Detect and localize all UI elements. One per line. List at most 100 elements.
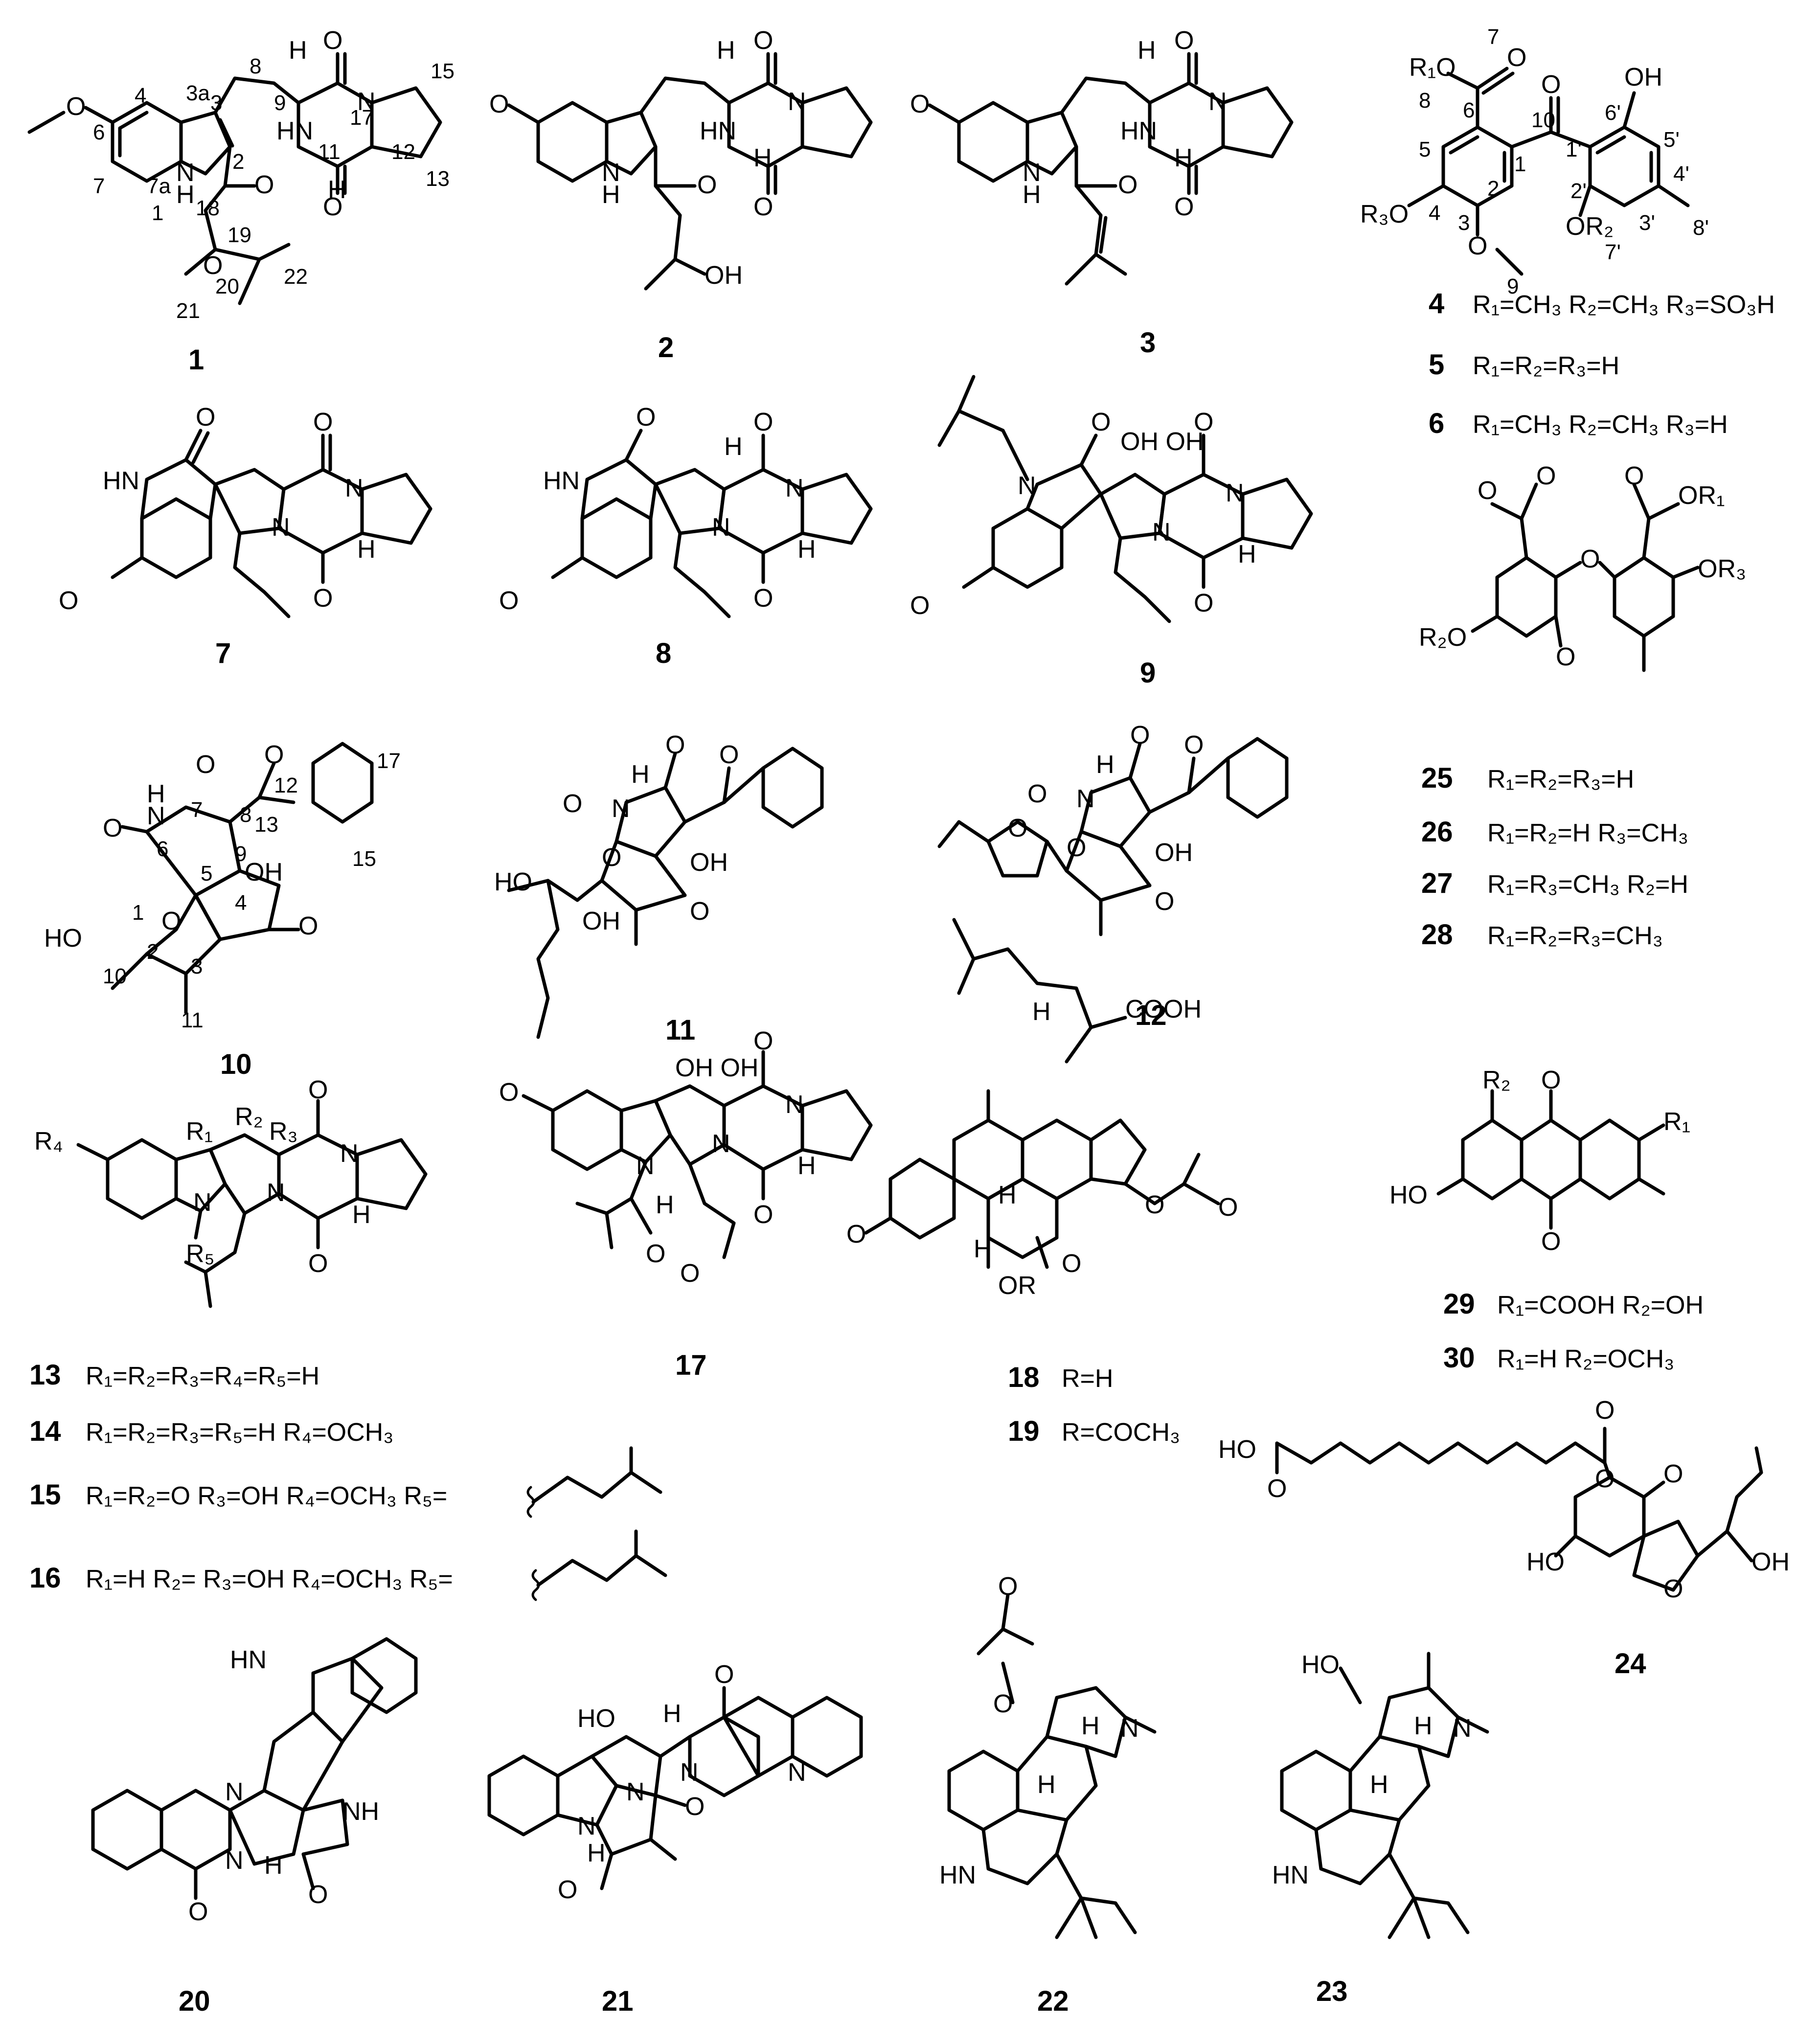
num4-2: 2 bbox=[1487, 177, 1499, 201]
num4-8: 8 bbox=[1419, 89, 1431, 113]
atom-O-11-ketone: O bbox=[719, 741, 739, 769]
atom-NH-3-indole: H bbox=[1023, 181, 1041, 209]
atom-O-7a: O bbox=[196, 403, 215, 431]
atom-H-7: H bbox=[357, 535, 376, 564]
atom-O-12-enone: O bbox=[1155, 887, 1174, 916]
num-12: 12 bbox=[391, 140, 415, 164]
atom-N-3-indole: N bbox=[1023, 159, 1041, 187]
atom-O-29a: O bbox=[1541, 1066, 1561, 1094]
num4-7p: 7' bbox=[1605, 240, 1621, 264]
series-29-subst-0: R₁=COOH R₂=OH bbox=[1497, 1291, 1704, 1319]
atom-H-21b: H bbox=[587, 1839, 606, 1867]
atom-N-2: N bbox=[788, 88, 806, 116]
atom-O-methoxy-8: O bbox=[499, 587, 519, 615]
atom-HO-11: HO bbox=[494, 868, 532, 896]
atom-H-17a: H bbox=[797, 1152, 816, 1180]
atom-HN-2: HN bbox=[700, 117, 736, 145]
compound-label-3: 3 bbox=[1140, 327, 1156, 359]
atom-O-21b: O bbox=[685, 1793, 705, 1821]
num10-15: 15 bbox=[352, 847, 376, 871]
atom-H-9: H bbox=[1238, 540, 1256, 568]
series-4-6-subst-1: R₁=R₂=R₃=H bbox=[1473, 352, 1619, 380]
atom-OH-10: OH bbox=[245, 858, 283, 886]
atom-OR3-25: OR₃ bbox=[1698, 555, 1746, 583]
compound-label-17: 17 bbox=[675, 1349, 707, 1381]
atom-O-13a: O bbox=[308, 1076, 328, 1104]
atom-O-18-ester: O bbox=[1145, 1191, 1164, 1219]
num10-2: 2 bbox=[147, 940, 159, 964]
atom-HO-10: HO bbox=[44, 924, 82, 953]
atom-NH-1: H bbox=[176, 181, 195, 209]
structure-17: O OH OH O O N N H N H O O 17 bbox=[499, 1027, 873, 1381]
atom-R2-13: R₂ bbox=[235, 1103, 263, 1131]
atom-OH-2: OH bbox=[705, 261, 743, 290]
atom-N-13b: N bbox=[267, 1179, 285, 1207]
atom-HN-7: HN bbox=[103, 467, 139, 495]
series-13-id-0: 13 bbox=[29, 1359, 61, 1391]
atom-OH-11a: OH bbox=[690, 848, 728, 877]
atom-O-4c: O bbox=[1468, 232, 1487, 260]
atom-NH-2-indole: H bbox=[602, 181, 620, 209]
structure-4-6: R₁O O O OH R₃O O OR₂ 7 8 6 10 6' 5' 1' 5… bbox=[1360, 25, 1775, 439]
atom-N-17b: N bbox=[712, 1130, 730, 1158]
structure-12: O H O N O OH O O O 12 bbox=[937, 721, 1289, 1031]
atom-N-13-indole: N bbox=[193, 1188, 212, 1217]
atom-H-8a: H bbox=[724, 432, 743, 461]
atom-NH-12: H bbox=[1096, 750, 1115, 779]
atom-HN-10: HN bbox=[276, 117, 313, 145]
atom-R2-29: R₂ bbox=[1482, 1066, 1511, 1094]
atom-O-8c: O bbox=[753, 584, 773, 613]
atom-H-18a: H bbox=[1032, 998, 1051, 1026]
atom-H-9: H bbox=[289, 36, 307, 65]
num4-4: 4 bbox=[1429, 201, 1440, 225]
atom-H-18b: H bbox=[998, 1181, 1017, 1209]
num10-5: 5 bbox=[201, 862, 212, 885]
structure-22: O O N H H HN 22 bbox=[939, 1572, 1157, 2017]
atom-H-18c: H bbox=[974, 1235, 992, 1263]
atom-H-17b: H bbox=[656, 1191, 674, 1219]
atom-H-23a: H bbox=[1414, 1712, 1433, 1740]
atom-N-7a: N bbox=[345, 474, 364, 502]
compound-label-2: 2 bbox=[658, 332, 674, 363]
series-4-6-id-2: 6 bbox=[1429, 408, 1444, 439]
num-9: 9 bbox=[274, 91, 286, 115]
atom-O-17-peroxide-a: O bbox=[646, 1240, 665, 1268]
structure-8: HN O O O N N H H O 8 bbox=[499, 403, 873, 669]
atom-O-17a: O bbox=[753, 1027, 773, 1055]
atom-O-22a: O bbox=[998, 1572, 1018, 1601]
compound-label-22: 22 bbox=[1037, 1985, 1069, 2017]
num4-6p: 6' bbox=[1605, 101, 1621, 125]
atom-H-2b: H bbox=[753, 144, 772, 172]
series-25-subst-0: R₁=R₂=R₃=H bbox=[1487, 765, 1634, 794]
atom-O-25a: O bbox=[1478, 477, 1497, 505]
atom-NH-20: NH bbox=[342, 1797, 379, 1826]
atom-OH-17: OH OH bbox=[675, 1054, 758, 1082]
num-6: 6 bbox=[93, 120, 105, 144]
atom-O-methoxy: O bbox=[66, 92, 86, 121]
structure-10: O O H N O OH HO O O 12 7 8 6 13 17 9 5 4… bbox=[44, 741, 401, 1080]
atom-N-8b: N bbox=[712, 513, 730, 542]
atom-O-2a: O bbox=[753, 26, 773, 55]
structure-23: HO N H H HN 23 bbox=[1272, 1651, 1489, 2007]
atom-O-3b: O bbox=[1174, 193, 1194, 221]
atom-H-22a: H bbox=[1081, 1712, 1100, 1740]
atom-N-21c: N bbox=[626, 1778, 645, 1806]
num4-4p: 4' bbox=[1673, 162, 1689, 186]
atom-H-3b: H bbox=[1174, 144, 1193, 172]
num-3a: 3a bbox=[186, 81, 210, 105]
atom-HO-21: HO bbox=[577, 1704, 615, 1733]
num10-17: 17 bbox=[377, 749, 401, 773]
atom-H-20: H bbox=[264, 1851, 283, 1880]
atom-O-10-enone: O bbox=[298, 912, 318, 940]
num4-5: 5 bbox=[1419, 137, 1431, 161]
atom-O-25c: O bbox=[1624, 462, 1644, 490]
atom-O-17: O bbox=[323, 26, 342, 55]
atom-O-17-peroxide-b: O bbox=[680, 1259, 700, 1288]
atom-OH-24: OH bbox=[1752, 1548, 1790, 1576]
series-13-subst-0: R₁=R₂=R₃=R₄=R₅=H bbox=[86, 1362, 319, 1390]
atom-N-10: N bbox=[147, 802, 165, 830]
series-13-subst-3: R₁=H R₂= R₃=OH R₄=OCH₃ R₅= bbox=[86, 1565, 453, 1593]
atom-O-20a: O bbox=[188, 1898, 208, 1926]
atom-R3O-4: R₃O bbox=[1360, 200, 1409, 228]
atom-O-10-amide: O bbox=[103, 814, 122, 842]
